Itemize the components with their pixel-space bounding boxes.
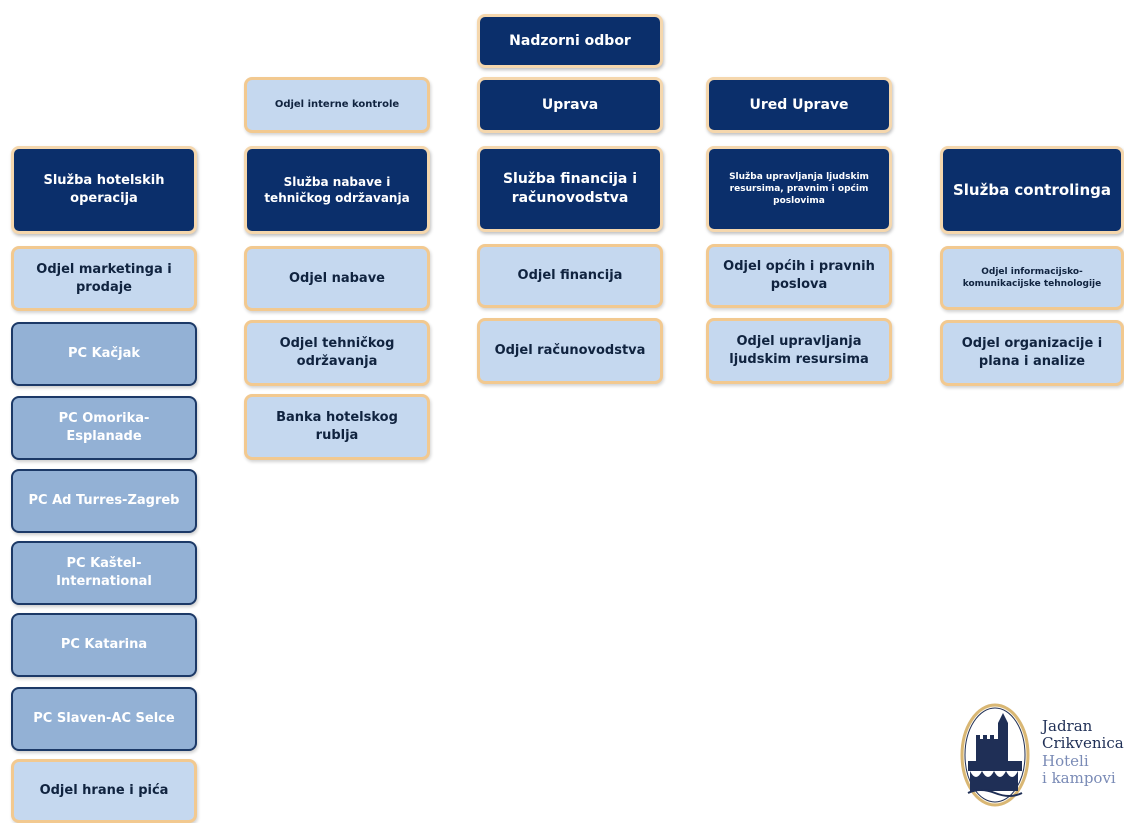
header-sluzba-hotelskih-operacija: Služba hotelskih operacija (11, 146, 197, 234)
castle-icon (960, 703, 1030, 807)
col1-item-7: Odjel hrane i pića (11, 759, 197, 823)
col3-item-1: Odjel računovodstva (477, 318, 663, 384)
header-sluzba-controlinga: Služba controlinga (940, 146, 1124, 234)
col1-item-1: PC Kačjak (11, 322, 197, 386)
logo-line-2: Crikvenica (1042, 734, 1124, 753)
col3-item-0: Odjel financija (477, 244, 663, 308)
col1-item-0: Odjel marketinga i prodaje (11, 246, 197, 311)
logo-line-4: i kampovi (1042, 768, 1116, 787)
col2-item-2: Banka hotelskog rublja (244, 394, 430, 460)
col2-item-0: Odjel nabave (244, 246, 430, 311)
box-ured-uprave: Ured Uprave (706, 77, 892, 133)
col4-item-1: Odjel upravljanja ljudskim resursima (706, 318, 892, 384)
col5-item-1: Odjel organizacije i plana i analize (940, 320, 1124, 386)
col1-item-4: PC Kaštel-International (11, 541, 197, 605)
col1-item-2: PC Omorika-Esplanade (11, 396, 197, 460)
logo-line-1: Jadran (1042, 717, 1093, 735)
jadran-logo (958, 701, 1124, 809)
box-uprava: Uprava (477, 77, 663, 133)
col1-item-5: PC Katarina (11, 613, 197, 677)
col1-item-3: PC Ad Turres-Zagreb (11, 469, 197, 533)
logo-line-3: Hoteli (1042, 751, 1089, 770)
header-sluzba-ljudskih-resursa: Služba upravljanja ljudskim resursima, p… (706, 146, 892, 232)
header-sluzba-nabave: Služba nabave i tehničkog održavanja (244, 146, 430, 234)
col2-item-1: Odjel tehničkog održavanja (244, 320, 430, 386)
col4-item-0: Odjel općih i pravnih poslova (706, 244, 892, 308)
box-odjel-interne-kontrole: Odjel interne kontrole (244, 77, 430, 133)
box-nadzorni-odbor: Nadzorni odbor (477, 14, 663, 68)
header-sluzba-financija: Služba financija i računovodstva (477, 146, 663, 232)
col5-item-0: Odjel informacijsko-komunikacijske tehno… (940, 246, 1124, 310)
logo-text: Jadran Crikvenica Hoteli i kampovi (1042, 717, 1124, 787)
col1-item-6: PC Slaven-AC Selce (11, 687, 197, 751)
